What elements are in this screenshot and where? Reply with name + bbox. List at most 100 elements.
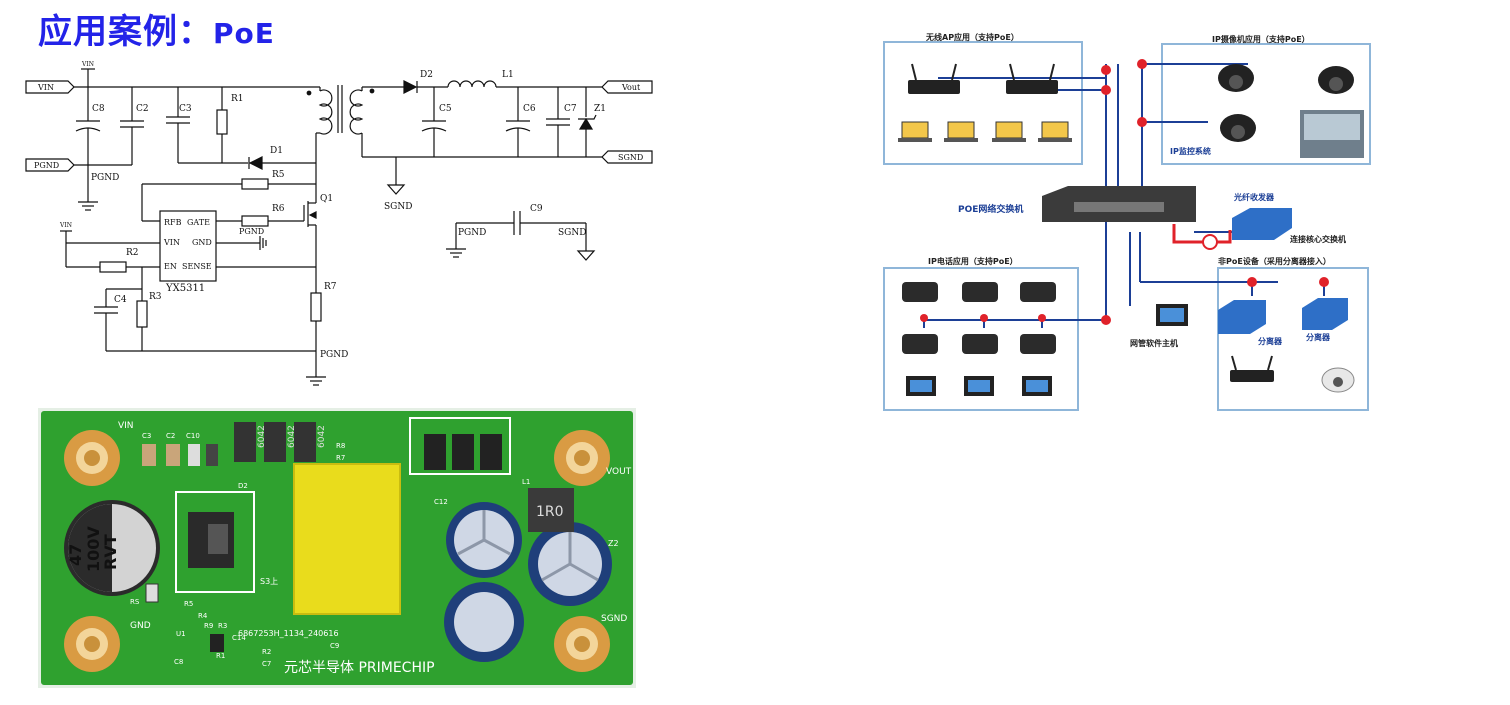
mosfet-3-marking: 6042 [317,425,327,448]
yx5311-ic [159,210,217,282]
silk-u1: U1 [176,630,186,638]
silk-c3: C3 [142,432,151,440]
wireless-ap-title: 无线AP应用（支持PoE） [925,32,1019,42]
terminal-gnd [64,616,120,672]
input-capacitor: 47 100V RVT [64,500,160,596]
splitter-icon-2 [1302,298,1348,330]
r6-label: R6 [272,204,285,214]
c6-label: C6 [523,104,536,114]
r2-label: R2 [126,248,139,258]
inductor-marking: 1R0 [536,504,564,520]
c5-label: C5 [439,104,452,114]
ip-phone-icon-3 [1020,282,1056,302]
c9-label: C9 [530,204,543,214]
z1-label: Z1 [594,104,606,114]
silk-c12: C12 [434,498,448,506]
ip-camera-title: IP摄像机应用（支持PoE） [1212,34,1310,44]
r7-label: R7 [324,282,337,292]
pgnd-bottom-label: PGND [320,350,348,360]
vout-port-label: Vout [621,83,641,92]
silk-c2: C2 [166,432,175,440]
cap-value-1: 47 [66,544,85,566]
silk-vout: VOUT [606,467,632,477]
silk-r3: R3 [218,622,227,630]
title-prefix: 应用案例： [38,12,213,52]
mosfet-2-marking: 6042 [287,425,297,448]
ic-pin-rfb: RFB [164,218,182,227]
monitor-wall-icon [1300,110,1364,158]
poe-schematic: VIN PGND VIN C8 PGND C2 C3 R1 D1 D2 L1 C… [25,61,653,386]
silk-c9: C9 [330,642,339,650]
dome-camera-icon [1218,64,1254,92]
page-title: 应用案例：PoE [38,4,275,53]
splitter-1-label: 分离器 [1258,336,1283,346]
output-capacitor-3 [528,522,612,606]
ip-monitor-label: IP监控系统 [1170,146,1211,156]
c4-label: C4 [114,295,127,305]
silk-s3: S3上 [260,577,278,586]
laptop-icon-4 [1038,121,1072,142]
terminal-vin [64,430,120,486]
lot-number: 6867253H_1134_240616 [238,629,339,638]
ip-phone-icon [902,282,938,302]
output-inductor [528,488,574,532]
terminal-vout [554,430,610,486]
c7-label: C7 [564,104,577,114]
vin-port: VIN [25,80,75,94]
silk-r9: R9 [204,622,213,630]
fiber-transceiver-label: 光纤收发器 [1233,192,1275,202]
dome-camera-icon-4 [1321,367,1355,393]
core-switch-label: 连接核心交换机 [1290,234,1346,244]
silk-r7: R7 [336,454,345,462]
ip-phone-icon-5 [962,334,998,354]
silk-r5: R5 [184,600,193,608]
r3-label: R3 [149,292,162,302]
pgnd-ic-label: PGND [239,227,264,236]
brand-silk: 元芯半导体 PRIMECHIP [284,660,435,676]
laptop-icon-3 [992,121,1026,142]
c3-label: C3 [179,104,192,114]
mgmt-host-label: 网管软件主机 [1130,338,1178,348]
silk-sgnd: SGND [601,614,627,624]
c8-label: C8 [92,104,105,114]
silk-r2: R2 [262,648,271,656]
silk-d2: D2 [238,482,248,490]
output-capacitor-2 [444,582,524,662]
wireless-router-icon-3 [1230,355,1274,382]
title-poe: PoE [213,17,275,50]
sgnd-port-label: SGND [618,153,643,162]
wireless-router-icon [908,63,960,94]
silk-rs: RS [130,598,140,606]
ic-pin-gnd: GND [192,238,212,247]
laptop-icon [898,121,932,142]
ic-pin-vin: VIN [163,238,180,247]
mgmt-host-icon [1156,304,1188,326]
r1-label: R1 [231,94,244,104]
pcb-board-photo: VIN GND VOUT SGND Z2 C3 C2 C10 6042 6042… [38,408,636,688]
q1-label: Q1 [320,194,333,204]
pgnd-port: PGND [25,158,75,172]
splitter-2-label: 分离器 [1306,332,1331,342]
d1-label: D1 [270,146,283,156]
vin-port-label: VIN [37,83,54,92]
silk-c8: C8 [174,658,183,666]
ic-name: YX5311 [165,283,205,294]
cap-value-2: 100V [84,526,103,572]
splitter-icon [1218,300,1266,334]
silk-l1: L1 [522,478,530,486]
silk-c7: C7 [262,660,271,668]
sgnd-c9-label: SGND [558,228,586,238]
output-capacitor-1 [446,502,522,578]
d2-label: D2 [420,70,433,80]
pc-icon [906,376,936,396]
cap-value-3: RVT [101,534,120,570]
ip-phone-title: IP电话应用（支持PoE） [928,256,1018,266]
dome-camera-icon-3 [1220,114,1256,142]
dome-camera-icon-2 [1318,66,1354,94]
laptop-icon-2 [944,121,978,142]
vout-port: Vout [601,80,653,94]
terminal-sgnd [554,616,610,672]
ip-phone-icon-6 [1020,334,1056,354]
ip-phone-icon-2 [962,282,998,302]
c2-label: C2 [136,104,149,114]
